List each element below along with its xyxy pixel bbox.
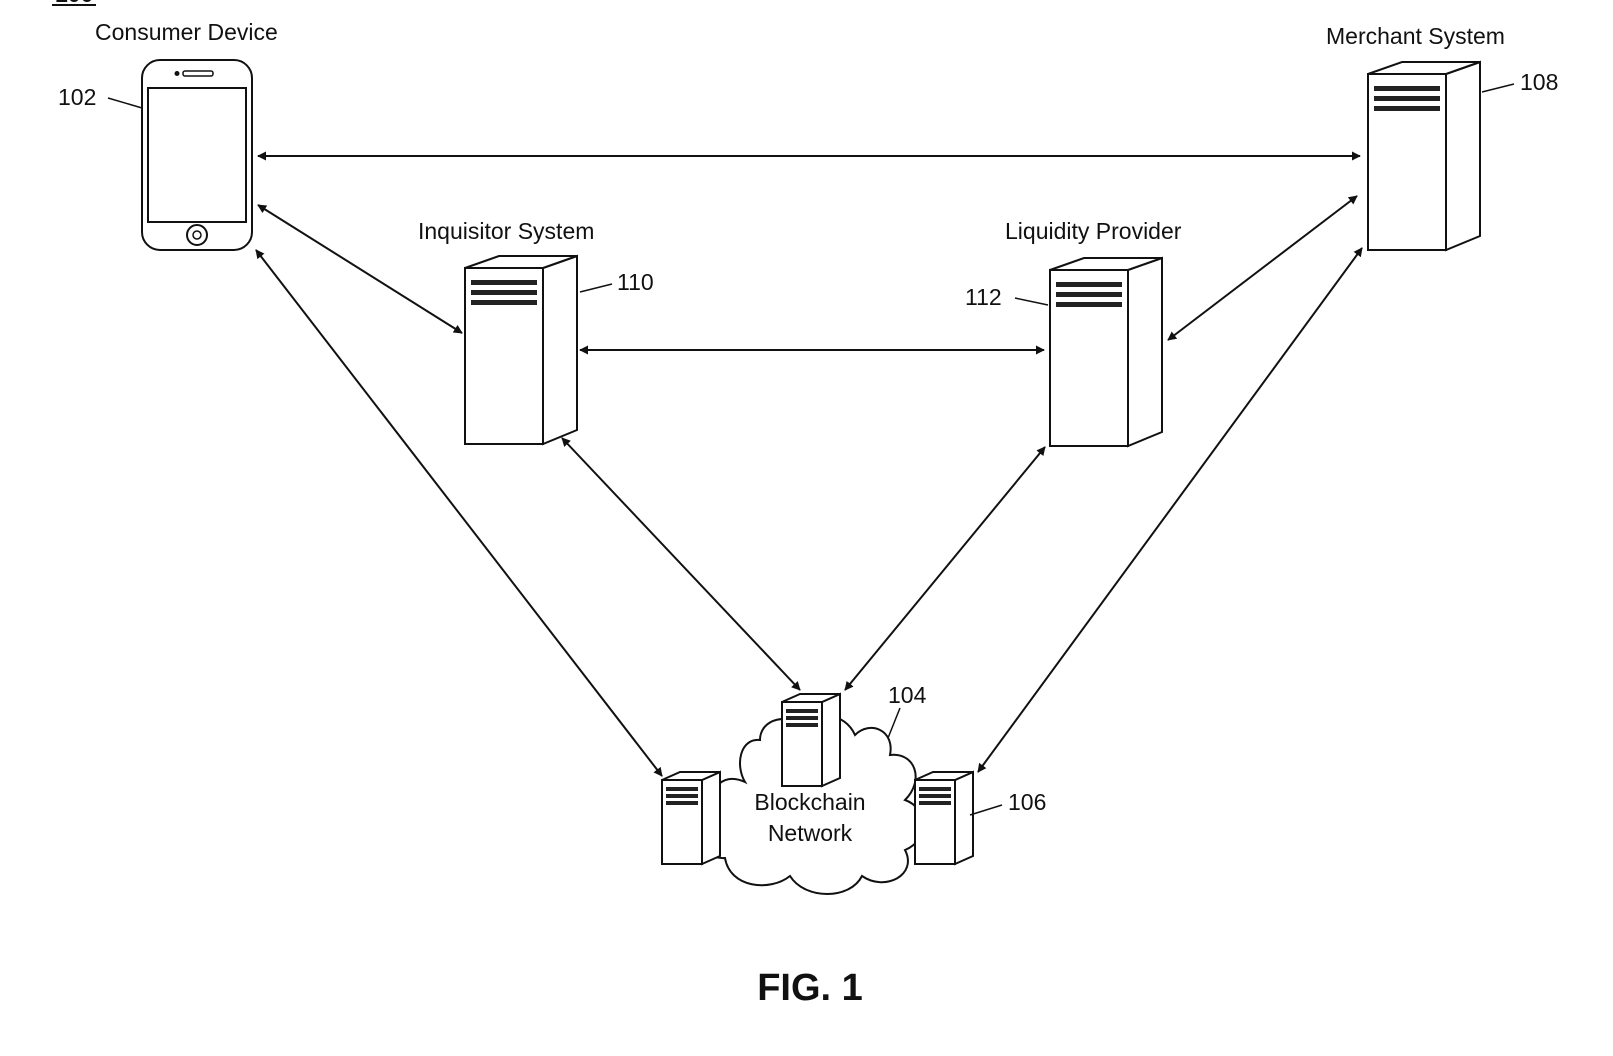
inquisitor-server-icon bbox=[465, 256, 577, 444]
blockchain-server-left-icon bbox=[662, 772, 720, 864]
consumer-device-ref: 102 bbox=[58, 84, 96, 110]
edge-inquisitor-blockchain bbox=[562, 438, 800, 690]
phone-screen bbox=[148, 88, 246, 222]
liquidity-provider-ref-leader bbox=[1015, 298, 1048, 305]
figure-caption: FIG. 1 bbox=[757, 967, 863, 1009]
merchant-server-icon bbox=[1368, 62, 1480, 250]
phone-speaker bbox=[183, 71, 213, 76]
inquisitor-system-ref: 110 bbox=[617, 269, 654, 295]
phone-home-button-inner bbox=[193, 231, 201, 239]
inquisitor-system-ref-leader bbox=[580, 284, 612, 292]
liquidity-provider-ref: 112 bbox=[965, 284, 1002, 310]
inquisitor-system-node bbox=[465, 256, 577, 444]
connectors bbox=[256, 156, 1362, 776]
merchant-system-ref-leader bbox=[1482, 84, 1514, 92]
blockchain-cloud-ref: 104 bbox=[888, 682, 927, 708]
blockchain-server-top-icon bbox=[782, 694, 840, 786]
blockchain-node-ref: 106 bbox=[1008, 789, 1046, 815]
merchant-system-ref: 108 bbox=[1520, 69, 1558, 95]
inquisitor-system-label: Inquisitor System bbox=[418, 218, 594, 244]
edge-merchant-blockchain bbox=[978, 248, 1362, 772]
blockchain-label-line1: Blockchain bbox=[754, 789, 865, 815]
edge-liquidity-blockchain bbox=[845, 447, 1045, 690]
liquidity-provider-label: Liquidity Provider bbox=[1005, 218, 1182, 244]
blockchain-label-line2: Network bbox=[768, 820, 853, 846]
blockchain-cloud-ref-leader bbox=[888, 708, 900, 738]
blockchain-node-ref-leader bbox=[970, 805, 1002, 815]
merchant-system-label: Merchant System bbox=[1326, 23, 1505, 49]
liquidity-server-icon bbox=[1050, 258, 1162, 446]
consumer-device-ref-leader bbox=[108, 98, 142, 108]
merchant-system-node bbox=[1368, 62, 1480, 250]
consumer-device-node bbox=[142, 60, 252, 250]
consumer-device-label: Consumer Device bbox=[95, 19, 278, 45]
edge-liquidity-merchant bbox=[1168, 196, 1357, 340]
liquidity-provider-node bbox=[1050, 258, 1162, 446]
phone-camera bbox=[175, 71, 180, 76]
blockchain-server-right-icon bbox=[915, 772, 973, 864]
edge-consumer-blockchain bbox=[256, 250, 662, 776]
